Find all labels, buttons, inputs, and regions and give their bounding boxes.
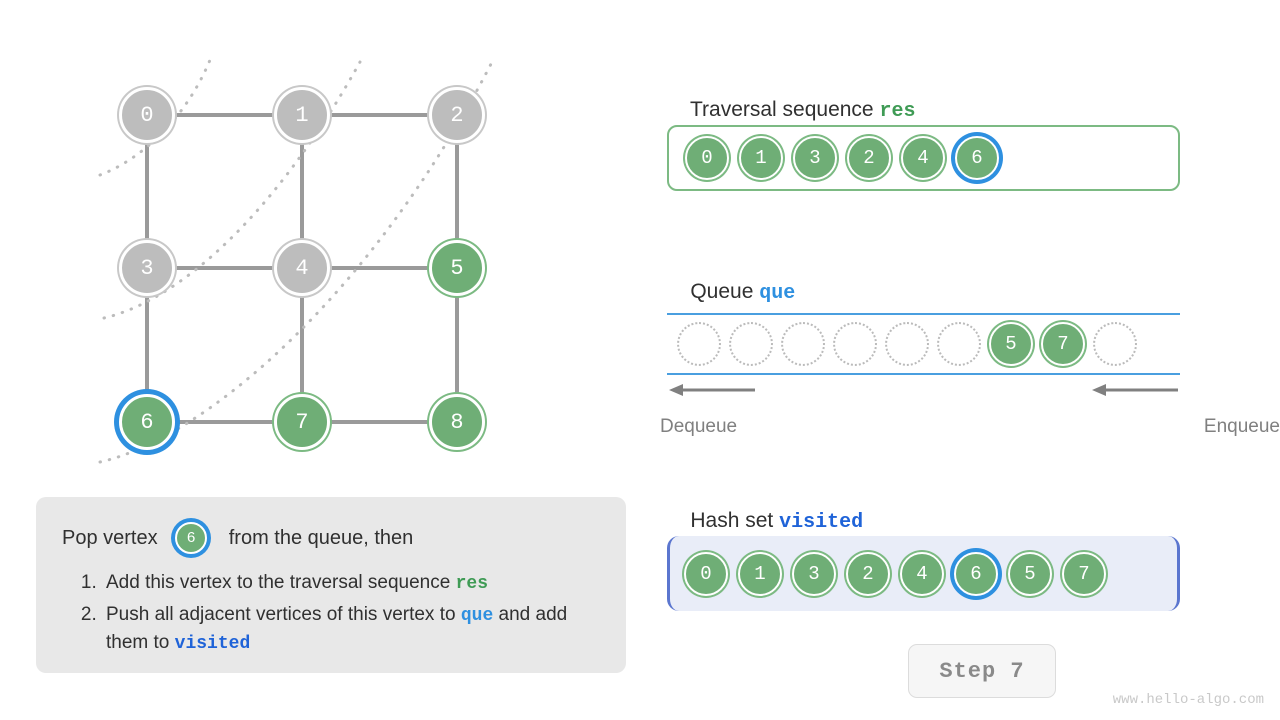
res-cell[interactable]: 0 — [685, 136, 729, 180]
caption-text: Add this vertex to the traversal sequenc… — [106, 572, 456, 593]
enqueue-arrow-icon — [1092, 384, 1178, 396]
graph-node-0[interactable]: 0 — [119, 87, 175, 143]
queue-cell[interactable] — [781, 322, 825, 366]
graph-node-5[interactable]: 5 — [429, 240, 485, 296]
caption-suffix: from the queue, then — [223, 526, 414, 549]
graph-node-4[interactable]: 4 — [274, 240, 330, 296]
res-cell[interactable]: 4 — [901, 136, 945, 180]
graph-node-7[interactable]: 7 — [274, 394, 330, 450]
caption-box: Pop vertex 6 from the queue, then Add th… — [36, 497, 626, 673]
graph-node-label: 2 — [450, 102, 464, 128]
visited-cell-value: 4 — [916, 562, 928, 585]
res-cell-value: 2 — [863, 147, 875, 169]
queue-cell-value: 5 — [1005, 333, 1017, 355]
queue-title-tag: que — [759, 282, 796, 305]
graph-node-3[interactable]: 3 — [119, 240, 175, 296]
graph-node-6[interactable]: 6 — [119, 394, 175, 450]
queue-section-title: Queue que — [667, 256, 795, 329]
visited-title-tag: visited — [779, 511, 864, 534]
graph-node-label: 6 — [140, 409, 154, 435]
caption-code-tag: visited — [174, 634, 251, 655]
visited-title-prefix: Hash set — [690, 509, 780, 532]
caption-vertex-badge: 6 — [175, 522, 208, 554]
queue-cell[interactable] — [729, 322, 773, 366]
queue-cell[interactable]: 5 — [989, 322, 1033, 366]
graph-node-1[interactable]: 1 — [274, 87, 330, 143]
res-cell-value: 3 — [809, 147, 821, 169]
res-title-tag: res — [879, 100, 916, 123]
res-cell-value: 0 — [701, 147, 713, 169]
watermark: www.hello-algo.com — [1112, 692, 1264, 708]
graph-node-2[interactable]: 2 — [429, 87, 485, 143]
caption-step-item: Push all adjacent vertices of this verte… — [102, 601, 600, 657]
visited-section-title: Hash set visited — [667, 485, 863, 558]
visited-cell-value: 0 — [700, 562, 712, 585]
res-container: 0 1 3 2 4 6 — [667, 125, 1180, 191]
queue-rails — [667, 313, 1180, 375]
enqueue-label: Enqueue — [1203, 416, 1280, 437]
queue-arrows — [669, 384, 1178, 396]
dequeue-arrow-icon — [669, 384, 755, 396]
queue-title-prefix: Queue — [690, 280, 760, 303]
graph-node-label: 0 — [140, 102, 154, 128]
queue-cell-value: 7 — [1057, 333, 1069, 355]
bfs-wavefront-arc — [98, 58, 212, 177]
visited-cell-value: 1 — [754, 562, 766, 585]
visited-cell[interactable]: 2 — [846, 551, 890, 596]
visited-cell[interactable]: 1 — [738, 551, 782, 596]
caption-line-1: Pop vertex 6 from the queue, then — [62, 521, 600, 555]
visited-cell-value: 5 — [1024, 562, 1036, 585]
graph-node-8[interactable]: 8 — [429, 394, 485, 450]
queue-cell[interactable] — [833, 322, 877, 366]
queue-rail-top — [667, 313, 1180, 315]
visited-cell[interactable]: 6 — [954, 551, 998, 596]
res-section-title: Traversal sequence res — [667, 74, 916, 147]
visited-cell[interactable]: 5 — [1008, 551, 1052, 596]
visited-cell-value: 7 — [1078, 562, 1090, 585]
res-title-prefix: Traversal sequence — [689, 98, 880, 121]
visited-cell-value: 2 — [862, 562, 874, 585]
queue-cell[interactable] — [1093, 322, 1137, 366]
caption-prefix: Pop vertex — [62, 526, 164, 549]
caption-text: Push all adjacent vertices of this verte… — [106, 604, 461, 626]
res-cell[interactable]: 6 — [955, 136, 999, 180]
visited-cell-value: 3 — [808, 562, 820, 585]
queue-cell[interactable]: 7 — [1041, 322, 1085, 366]
caption-code-tag: res — [455, 574, 488, 594]
visited-cell-value: 6 — [970, 562, 982, 585]
caption-code-tag: que — [460, 606, 494, 627]
res-cell-value: 6 — [971, 147, 983, 169]
dequeue-label: Dequeue — [660, 416, 738, 437]
visited-cell[interactable]: 7 — [1062, 551, 1106, 596]
visited-cell[interactable]: 0 — [684, 551, 728, 596]
queue-cell[interactable] — [677, 322, 721, 366]
graph-node-label: 8 — [450, 409, 464, 435]
graph-node-label: 3 — [140, 255, 154, 281]
queue-rail-bottom — [667, 373, 1180, 375]
visited-cell[interactable]: 4 — [900, 551, 944, 596]
visited-cell[interactable]: 3 — [792, 551, 836, 596]
caption-step-list: Add this vertex to the traversal sequenc… — [62, 569, 600, 657]
graph-node-label: 7 — [295, 409, 309, 435]
visited-container: 0 1 3 2 4 6 5 7 — [667, 536, 1180, 611]
res-cell-value: 1 — [755, 147, 767, 169]
res-cell[interactable]: 2 — [847, 136, 891, 180]
caption-text: and add them to — [106, 604, 568, 654]
queue-cell[interactable] — [885, 322, 929, 366]
queue-cell[interactable] — [937, 322, 981, 366]
graph-panel: 0 1 2 3 4 5 6 7 8 — [0, 0, 640, 490]
graph-node-label: 1 — [295, 102, 309, 128]
graph-node-label: 5 — [450, 255, 464, 281]
step-badge: Step 7 — [908, 644, 1056, 698]
res-cell[interactable]: 1 — [739, 136, 783, 180]
caption-step-item: Add this vertex to the traversal sequenc… — [102, 569, 600, 597]
res-cell[interactable]: 3 — [793, 136, 837, 180]
graph-node-label: 4 — [295, 255, 309, 281]
res-cell-value: 4 — [917, 147, 929, 169]
